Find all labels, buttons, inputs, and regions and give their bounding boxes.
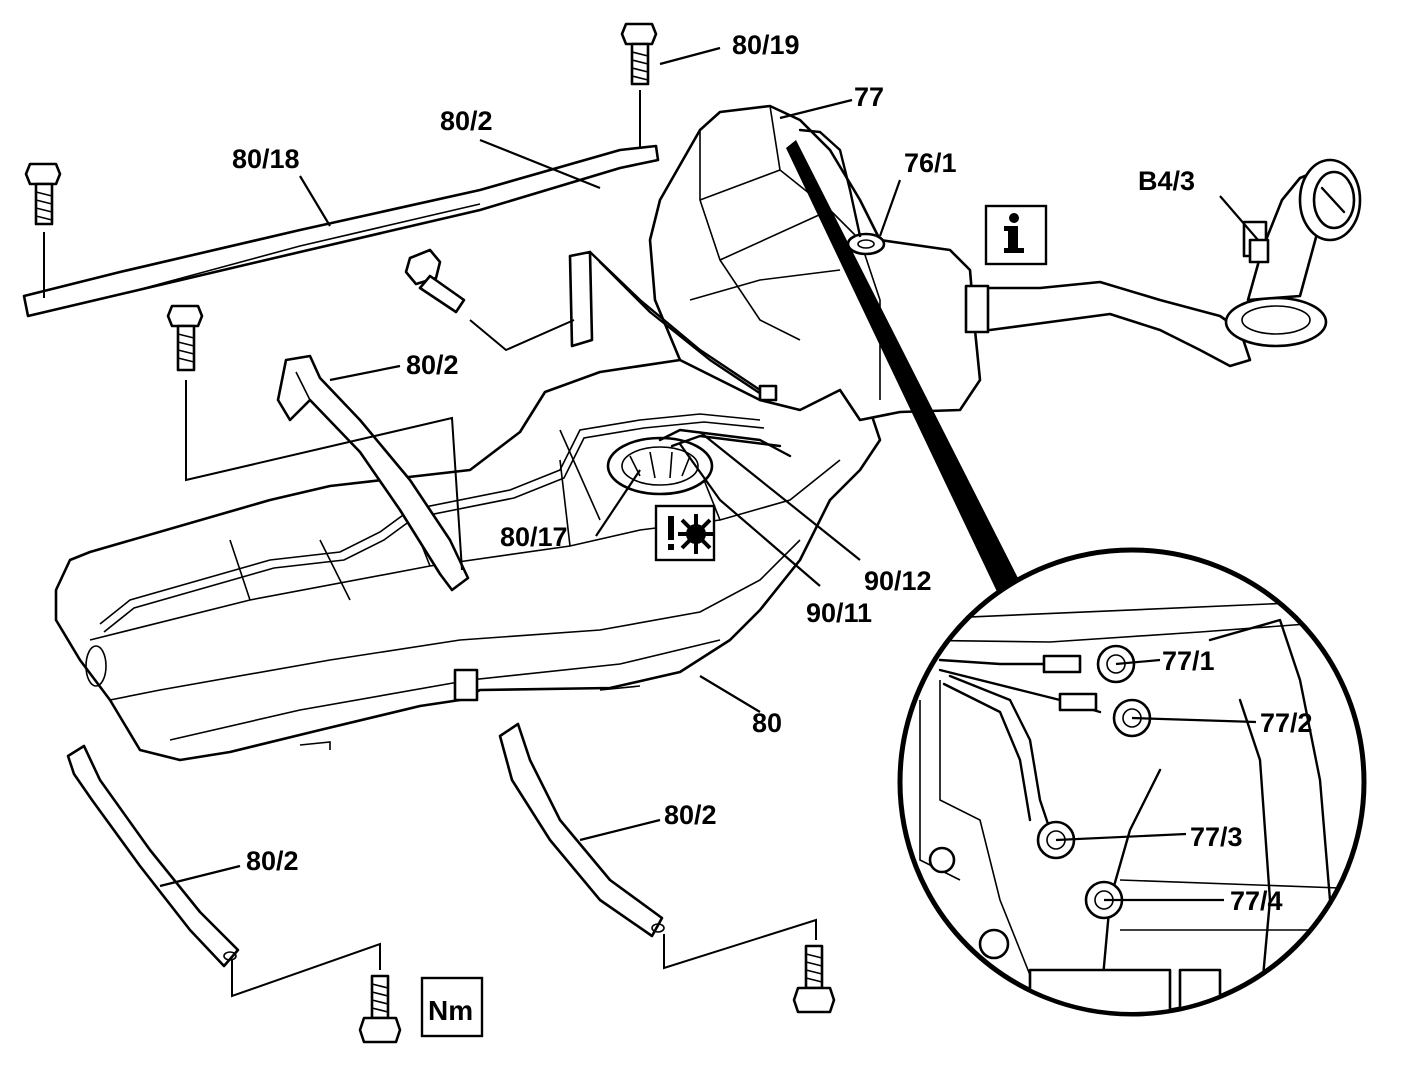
torque-icon-text: Nm <box>428 995 473 1026</box>
filler-neck <box>964 158 1362 368</box>
label-76-1: 76/1 <box>904 148 957 178</box>
label-b4-3: B4/3 <box>1138 166 1195 196</box>
label-80-2-top: 80/2 <box>440 106 493 136</box>
warning-icon <box>654 504 716 562</box>
info-icon <box>984 204 1048 266</box>
bolt-80-19 <box>620 22 658 148</box>
label-77-2: 77/2 <box>1260 708 1313 738</box>
bolt-bottom-right <box>663 918 836 1014</box>
strap-80-2-low-left <box>66 744 240 968</box>
fuel-tank-80 <box>54 344 882 762</box>
label-77-4: 77/4 <box>1230 886 1283 916</box>
detail-magnifier <box>786 140 1367 1017</box>
bolt-bottom-left <box>231 942 402 1044</box>
bolt-center <box>404 248 575 352</box>
bolt-left-top <box>24 162 62 298</box>
strap-80-2-mid <box>276 354 470 592</box>
label-77: 77 <box>854 82 884 112</box>
label-80-19: 80/19 <box>732 30 800 60</box>
callout-labels: 80/19 77 80/2 80/18 76/1 B4/3 80/2 80/17… <box>232 30 1313 916</box>
strap-80-2-low-right <box>498 722 665 938</box>
label-77-3: 77/3 <box>1190 822 1243 852</box>
leader-lines <box>159 46 1259 902</box>
label-80-17: 80/17 <box>500 522 568 552</box>
label-90-12: 90/12 <box>864 566 932 596</box>
bar-80-18 <box>22 144 660 318</box>
torque-icon: Nm <box>420 976 484 1038</box>
strap-80-2-top <box>568 250 778 402</box>
label-80-2-low-right: 80/2 <box>664 800 717 830</box>
label-77-1: 77/1 <box>1162 646 1215 676</box>
label-80-2-mid: 80/2 <box>406 350 459 380</box>
label-90-11: 90/11 <box>806 598 872 628</box>
label-80-18: 80/18 <box>232 144 300 174</box>
bolt-left-mid <box>166 304 463 571</box>
label-80-2-low-left: 80/2 <box>246 846 299 876</box>
label-80: 80 <box>752 708 782 738</box>
